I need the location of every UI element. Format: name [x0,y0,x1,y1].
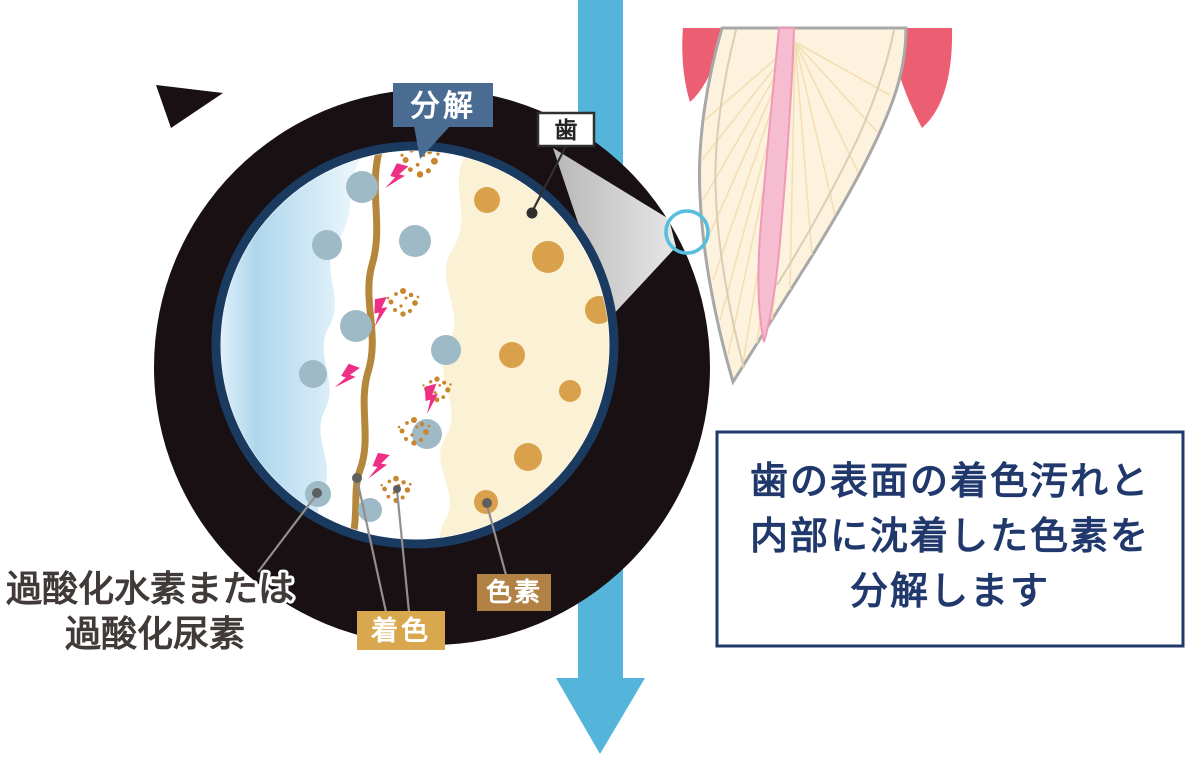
label-stain: 着色 [357,611,445,650]
stain-label-text: 着色 [370,615,431,646]
enamel-line-right [776,29,895,286]
leader-lines [257,145,567,613]
description-box: 歯の表面の着色汚れと 内部に沈着した色素を 分解します [715,430,1185,648]
magnified-lens [211,141,619,549]
decomposition-label-text: 分解 [410,90,476,123]
leader-line-pigment [485,504,508,576]
peroxide-text-line2: 過酸化尿素 [65,613,245,654]
peroxide-text-line1: 過酸化水素または [6,568,294,609]
label-tooth: 歯 [536,111,596,148]
leader-dot-tooth [526,207,538,219]
tooth-pulp [757,27,796,343]
label-peroxide: 過酸化水素または 過酸化尿素 [3,565,297,657]
dark-backdrop-wedge [156,85,223,128]
label-pigment: 色素 [477,574,551,611]
tooth-cross-section [682,26,953,386]
tooth-body [697,26,908,386]
gum-left [682,28,726,102]
leader-line-stain-2 [395,489,411,613]
pigment-label-text: 色素 [486,577,542,607]
tooth-label-text: 歯 [555,117,578,143]
decomposition-pointer [414,126,450,159]
leader-dot-stain-2 [393,485,401,493]
description-line2: 内部に沈着した色素を [750,516,1150,558]
description-line1: 歯の表面の着色汚れと [750,461,1150,503]
leader-dot-pigment [482,498,492,508]
lens-ring [211,141,619,549]
description-line3: 分解します [850,571,1050,613]
leader-line-stain-1 [355,478,388,613]
stain-line [346,151,384,539]
zoom-target-circle [664,209,710,255]
zoom-cone [553,148,676,318]
peroxide-bubbles [299,171,461,522]
label-decomposition: 分解 [393,83,493,159]
leader-line-tooth [531,145,567,213]
leader-line-peroxide [257,493,318,573]
leader-dot-peroxide [312,488,322,498]
enamel-line-left [714,29,745,369]
leader-dot-stain-1 [352,473,362,483]
